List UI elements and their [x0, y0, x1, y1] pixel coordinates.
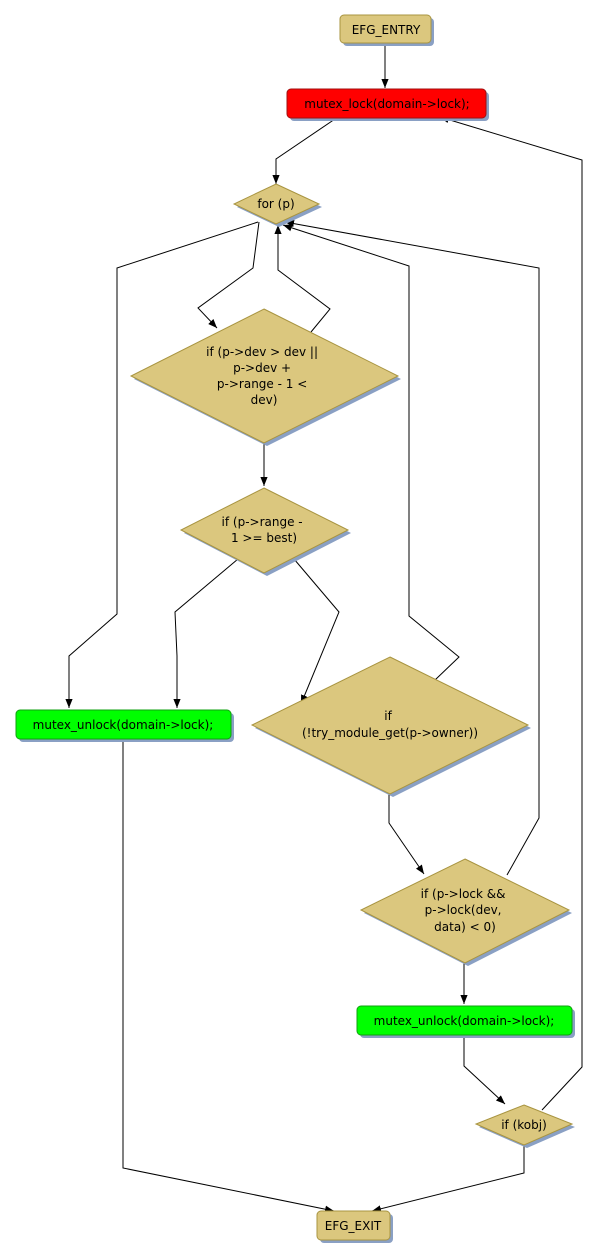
- range-best-label: if (p->range - 1 >= best): [222, 515, 307, 545]
- kobj-label: if (kobj): [501, 1118, 547, 1132]
- mutex-lock-node: mutex_lock(domain->lock);: [286, 88, 489, 121]
- edge-unlock2-to-kobj: [463, 1037, 506, 1105]
- range-best-decision: if (p->range - 1 >= best): [179, 487, 351, 576]
- mutex-unlock-right-label: mutex_unlock(domain->lock);: [374, 1014, 555, 1028]
- try-module-decision: if (!try_module_get(p->owner)): [250, 656, 531, 797]
- edge-trymodule-back-to-for: [282, 224, 460, 681]
- exit-node: EFG_EXIT: [316, 1210, 393, 1243]
- entry-label: EFG_ENTRY: [352, 23, 421, 37]
- exit-label: EFG_EXIT: [325, 1219, 382, 1233]
- edge-for-to-devcmp: [197, 221, 260, 329]
- for-p-decision: for (p): [232, 183, 322, 227]
- lock-data-label: if (p->lock && p->lock(dev, data) < 0): [421, 887, 510, 934]
- try-module-label: if (!try_module_get(p->owner)): [302, 709, 478, 740]
- kobj-decision: if (kobj): [474, 1104, 575, 1148]
- edge-rangebest-to-unlock1: [173, 558, 239, 708]
- edge-lock-to-for: [272, 118, 336, 184]
- mutex-unlock-left-node: mutex_unlock(domain->lock);: [15, 709, 234, 742]
- dev-compare-decision: if (p->dev > dev || p->dev + p->range - …: [129, 308, 401, 446]
- for-p-label: for (p): [257, 197, 294, 211]
- edge-lockdata-back-to-for: [284, 220, 540, 876]
- mutex-unlock-left-label: mutex_unlock(domain->lock);: [33, 718, 214, 732]
- edge-kobj-to-exit: [371, 1146, 525, 1213]
- edge-unlock1-to-exit: [122, 741, 335, 1213]
- edge-trymodule-to-lockdata: [388, 793, 425, 875]
- edge-devcmp-back-to-for: [274, 225, 331, 333]
- edge-kobj-back-to-lock: [439, 116, 583, 1111]
- dev-compare-label: if (p->dev > dev || p->dev + p->range - …: [206, 345, 322, 407]
- lock-data-decision: if (p->lock && p->lock(dev, data) < 0): [359, 858, 572, 966]
- edge-rangebest-to-trymodule: [293, 558, 340, 705]
- mutex-lock-label: mutex_lock(domain->lock);: [304, 97, 469, 111]
- edges: [65, 46, 583, 1213]
- mutex-unlock-right-node: mutex_unlock(domain->lock);: [356, 1005, 575, 1038]
- entry-node: EFG_ENTRY: [339, 14, 434, 46]
- edge-for-to-unlock1: [65, 221, 259, 708]
